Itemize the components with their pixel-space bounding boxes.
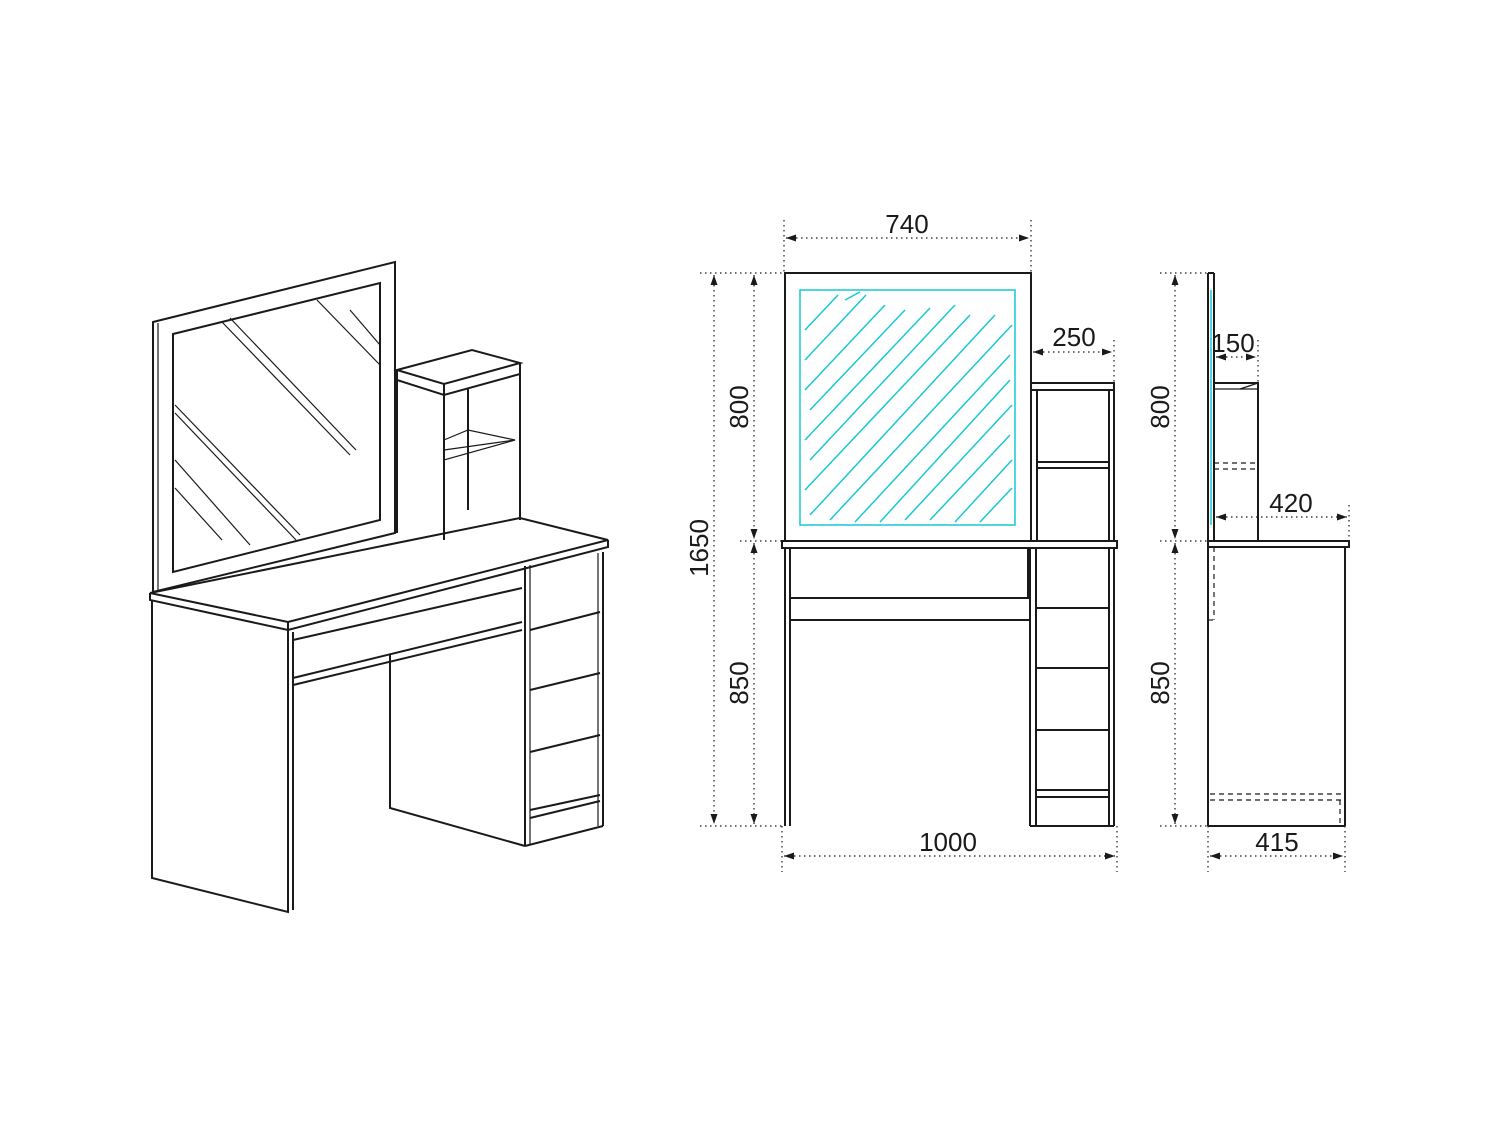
- dim-table-height: 850: [724, 543, 758, 824]
- iso-mirror: [152, 260, 396, 594]
- dim-side-mirror-height: 800: [1145, 275, 1179, 539]
- dim-side-shelf-depth: 150: [1211, 328, 1259, 383]
- isometric-view: [149, 260, 609, 914]
- dim-label-415: 415: [1255, 827, 1298, 857]
- dim-shelf-width: 250: [1033, 322, 1115, 383]
- dim-label-1000: 1000: [919, 827, 977, 857]
- dim-label-420: 420: [1269, 488, 1312, 518]
- side-desk: [1207, 540, 1350, 827]
- dim-label-850: 850: [724, 661, 754, 704]
- iso-desk-body: [151, 552, 604, 914]
- iso-desk-top: [149, 516, 609, 632]
- dim-label-150: 150: [1211, 328, 1254, 358]
- front-mirror: [784, 272, 1032, 542]
- front-mirror-reflections: [804, 291, 1013, 523]
- side-view: 150 420 415 800 850: [1145, 272, 1350, 872]
- front-desk: [781, 540, 1118, 827]
- dim-label-740: 740: [885, 209, 928, 239]
- dim-label-800: 800: [724, 385, 754, 428]
- dim-side-base-depth: 415: [1207, 826, 1346, 872]
- front-shelf: [1030, 382, 1115, 542]
- dim-total-height: 1650: [684, 275, 718, 824]
- dim-mirror-width: 740: [783, 209, 1032, 273]
- dim-total-width: 1000: [781, 826, 1118, 872]
- dim-side-top-depth: 420: [1216, 488, 1350, 541]
- dim-side-table-height: 850: [1145, 543, 1179, 824]
- dim-label-250: 250: [1052, 322, 1095, 352]
- dim-label-side-800: 800: [1145, 385, 1175, 428]
- iso-shelf-unit: [393, 348, 524, 540]
- dim-label-1650: 1650: [684, 519, 714, 577]
- front-view: 740 250 1000 1650 800: [684, 209, 1118, 872]
- dim-mirror-height: 800: [724, 275, 758, 539]
- dim-label-side-850: 850: [1145, 661, 1175, 704]
